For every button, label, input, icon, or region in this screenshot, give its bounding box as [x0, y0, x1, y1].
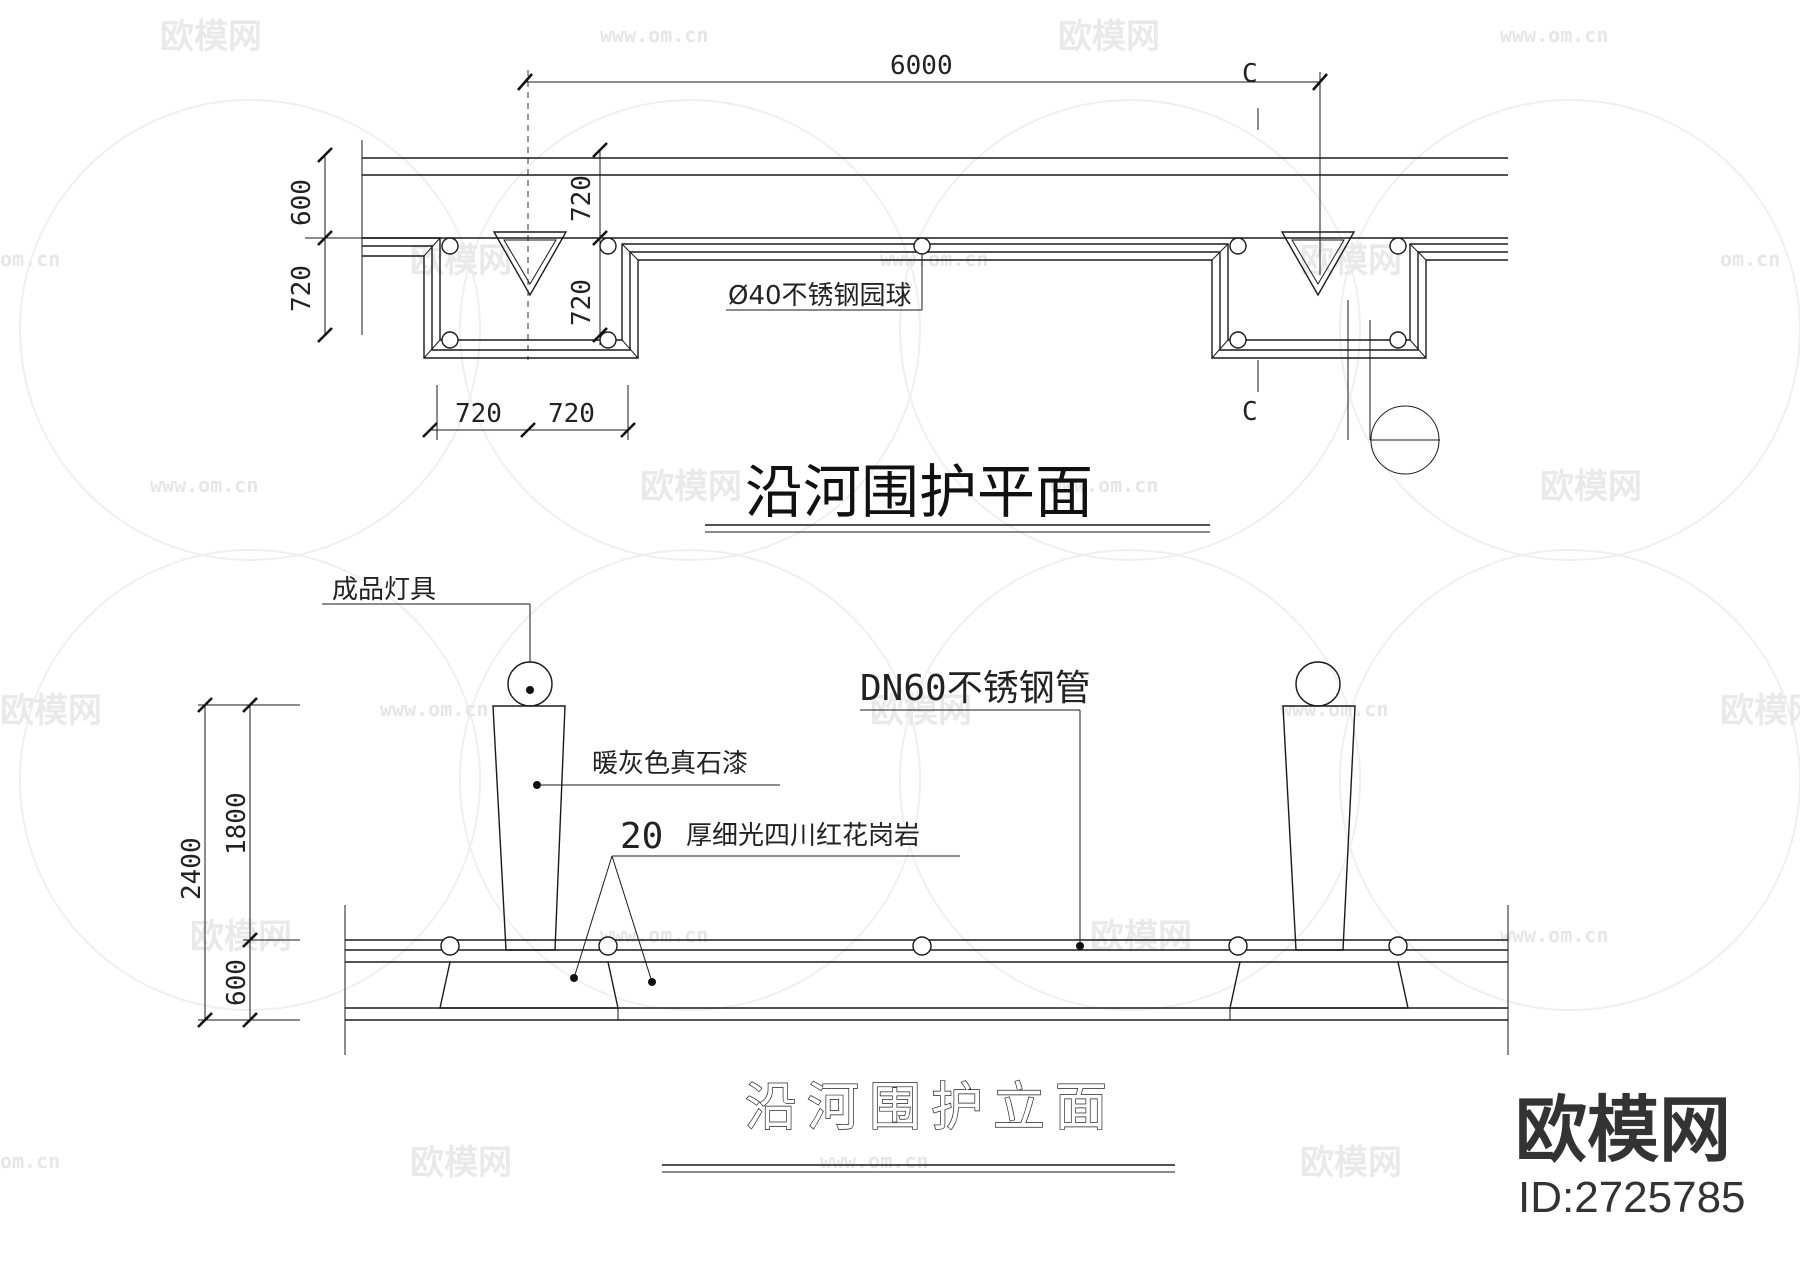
plan-note-ball: Ø40不锈钢园球: [726, 254, 923, 311]
ball-marker: [1228, 936, 1248, 956]
note-paint: 暖灰色真石漆: [592, 749, 748, 779]
section-mark-top: C: [1242, 59, 1258, 89]
ball-marker: [1229, 237, 1247, 255]
watermark-url: www.om.cn: [600, 23, 708, 47]
watermark-url: om.cn: [1720, 247, 1780, 271]
plan-lamp-symbols: [492, 231, 1356, 297]
brand-block: 欧模网 ID:2725785: [1515, 1088, 1746, 1222]
lamp-triangle-icon: [1280, 231, 1356, 297]
watermark-url: www.om.cn: [880, 247, 988, 271]
ball-marker: [1389, 237, 1407, 255]
watermark-url: www.om.cn: [820, 1149, 928, 1173]
watermark-logo: 欧模网: [410, 241, 512, 281]
elev-pillar-left: [439, 661, 619, 1009]
plan-wall: [361, 140, 1508, 335]
note-paint-leader: 暖灰色真石漆: [533, 749, 780, 789]
dim-left-720: 720: [287, 265, 317, 312]
dim-1800: 1800: [222, 792, 252, 855]
watermark-logo: 欧模网: [1090, 917, 1192, 957]
dim-inner-720-upper: 720: [567, 175, 597, 222]
note-pipe: DN60不锈钢管: [860, 668, 1091, 709]
elevation-title: 沿河围护立面: [745, 1078, 1117, 1138]
lamp-globe-icon: [1295, 661, 1341, 707]
note-pipe-leader: DN60不锈钢管: [860, 668, 1091, 950]
elev-balls: [440, 936, 1408, 956]
note-ball: Ø40不锈钢园球: [728, 281, 912, 311]
note-granite: 厚细光四川红花岗岩: [686, 821, 920, 851]
watermark-logo: 欧模网: [410, 1143, 512, 1183]
watermark-url: om.cn: [0, 1149, 60, 1173]
watermark-logo: 欧模网: [1720, 691, 1800, 731]
watermark-logo: 欧模网: [1300, 1143, 1402, 1183]
elevation-view: 2400 1800 600: [177, 575, 1509, 1173]
section-mark-bottom: C: [1242, 397, 1258, 427]
elev-pillar-right: [1229, 661, 1409, 1009]
dim-top-6000: 6000: [890, 51, 953, 81]
plan-title: 沿河围护平面: [745, 458, 1093, 526]
plan-view: 6000 600 720 720 720: [287, 51, 1508, 533]
ball-marker: [441, 331, 459, 349]
ball-marker: [1388, 936, 1408, 956]
note-lamp: 成品灯具: [332, 575, 436, 605]
plan-dim-top: 6000: [517, 51, 1328, 275]
ball-marker: [598, 936, 618, 956]
watermark-url: www.om.cn: [150, 473, 258, 497]
ball-marker: [912, 936, 932, 956]
watermark-logo: 欧模网: [0, 691, 102, 731]
watermark-logo: 欧模网: [1300, 241, 1402, 281]
section-cut-c: C C: [1242, 59, 1440, 475]
ball-marker: [599, 331, 617, 349]
ball-marker: [1389, 331, 1407, 349]
dim-left-600: 600: [287, 179, 317, 226]
watermark-url: www.om.cn: [1280, 697, 1388, 721]
watermark-logo: 欧模网: [190, 917, 292, 957]
dim-bottom-720-right: 720: [548, 399, 595, 429]
plan-balls: [441, 237, 1407, 349]
dim-600: 600: [222, 959, 252, 1006]
watermark-url: om.cn: [0, 247, 60, 271]
dim-2400: 2400: [177, 837, 207, 900]
watermark-url: www.om.cn: [1050, 473, 1158, 497]
brand-logo-text: 欧模网: [1515, 1088, 1731, 1172]
ball-marker: [599, 237, 617, 255]
note-granite-leader: 20 厚细光四川红花岗岩: [570, 816, 960, 986]
plan-dim-bottom: 720 720: [422, 385, 636, 440]
ball-marker: [441, 237, 459, 255]
ball-marker: [440, 936, 460, 956]
elev-title-block: 沿河围护立面: [662, 1077, 1175, 1173]
ball-marker: [913, 237, 931, 255]
elev-ground: [344, 905, 1509, 1055]
note-lamp-leader: 成品灯具: [322, 575, 531, 662]
watermark-logo: 欧模网: [1540, 467, 1642, 507]
ball-marker: [1229, 331, 1247, 349]
watermark-url: www.om.cn: [1500, 23, 1608, 47]
elev-dims: 2400 1800 600: [177, 697, 300, 1028]
watermark-logo: 欧模网: [160, 17, 262, 57]
watermark-logo: 欧模网: [1058, 17, 1160, 57]
watermark-logo: 欧模网: [870, 691, 972, 731]
note-granite-thickness: 20: [620, 816, 663, 857]
plan-dim-inner: 720 720: [567, 142, 608, 345]
watermark-url: www.om.cn: [600, 923, 708, 947]
plan-title-block: 沿河围护平面: [705, 458, 1210, 533]
detail-index-circle: [1370, 405, 1440, 475]
dim-inner-720-lower: 720: [567, 279, 597, 326]
plan-dim-left: 600 720: [287, 147, 380, 343]
watermark-url: www.om.cn: [1500, 923, 1608, 947]
watermark-url: www.om.cn: [380, 697, 488, 721]
brand-id: ID:2725785: [1518, 1173, 1746, 1222]
lamp-globe-icon: [507, 661, 553, 707]
watermark-logo: 欧模网: [640, 467, 742, 507]
lamp-triangle-icon: [492, 231, 568, 297]
watermark-arcs: [19, 99, 1800, 1011]
dim-bottom-720-left: 720: [455, 399, 502, 429]
